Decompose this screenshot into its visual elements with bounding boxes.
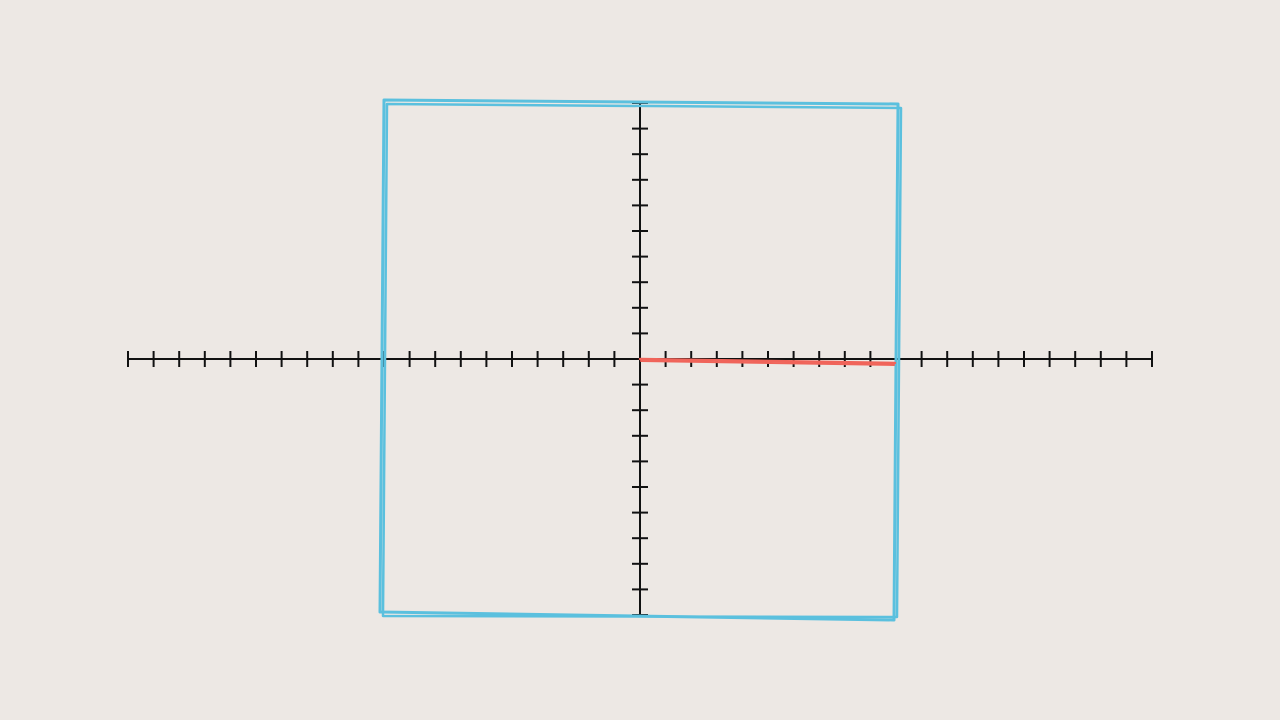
square-outline-outer — [378, 98, 900, 622]
radius-segment-stroke-a — [638, 357, 897, 365]
radius-segment — [638, 357, 897, 366]
radius-segment-stroke-b — [640, 360, 895, 366]
hand-drawn-square — [378, 98, 903, 622]
square-outline-inner — [381, 102, 903, 619]
x-axis-ticks — [127, 351, 1153, 367]
